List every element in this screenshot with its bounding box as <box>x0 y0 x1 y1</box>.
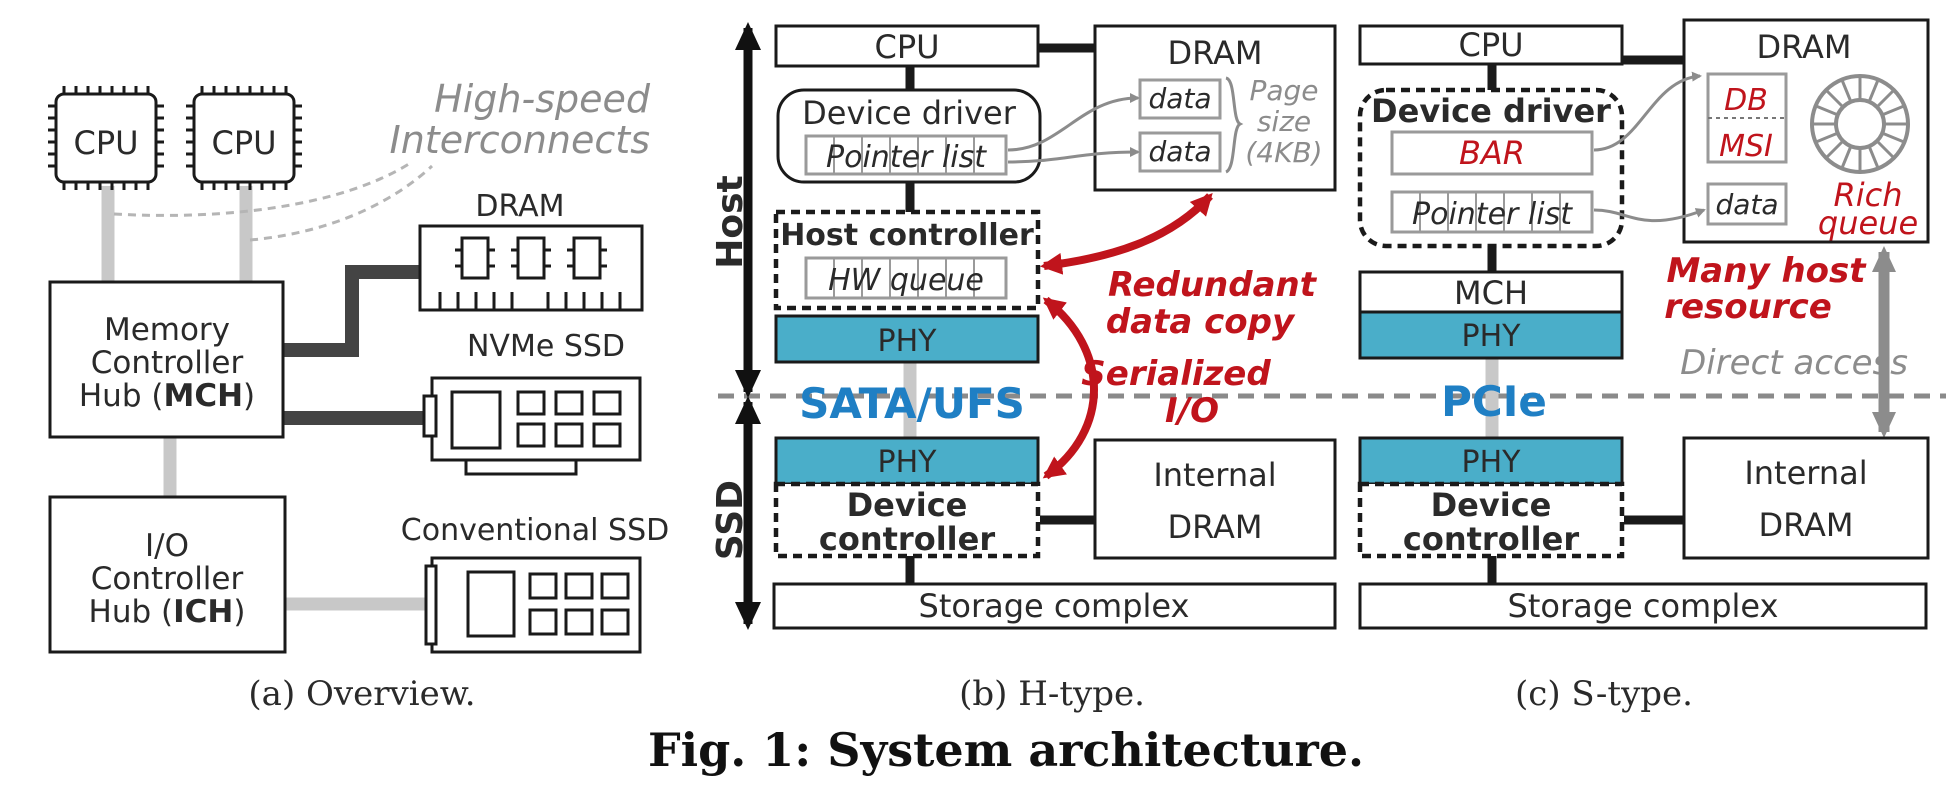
phy-bottom-b <box>774 436 1040 486</box>
nvme-ssd-card-icon <box>422 376 642 476</box>
cpu-1-label: CPU <box>73 124 138 162</box>
mch-box-c <box>1358 270 1624 314</box>
cpu-box-b <box>774 24 1040 68</box>
device-controller-box-b <box>773 481 1041 559</box>
mch-label-c: MCH <box>1454 274 1528 312</box>
hw-queue-box <box>804 256 1008 300</box>
caption-b: (b) H-type. <box>959 674 1145 714</box>
interconnect-label-line2: Interconnects <box>390 118 650 162</box>
host-controller-label: Host controller <box>780 218 1034 253</box>
redundant-label-line2: data copy <box>1106 302 1296 342</box>
db-label: DB <box>1724 83 1768 118</box>
device-controller-box-c <box>1357 481 1625 559</box>
dram-label: DRAM <box>475 189 564 224</box>
device-controller-label-b-line2: controller <box>819 520 995 558</box>
interconnect-label-line1: High-speed <box>434 77 651 121</box>
internal-dram-label-b-line1: Internal <box>1153 456 1276 494</box>
panel-b-h-type: Host SSD CPU DRAM data data Page size (4… <box>710 21 1337 714</box>
dram-label-c: DRAM <box>1756 28 1851 66</box>
pointer-list-label-c: Pointer list <box>1412 197 1573 232</box>
device-controller-label-b-line1: Device <box>847 486 968 524</box>
mch-box <box>48 280 285 439</box>
conventional-ssd-icon <box>424 556 642 654</box>
cpu-box-c <box>1358 24 1624 66</box>
page-size-label-line1: Page <box>1249 74 1318 107</box>
page-size-label-line2: size <box>1257 105 1311 138</box>
figure-caption: Fig. 1: System architecture. <box>648 723 1364 777</box>
phy-top-c <box>1358 310 1624 360</box>
cpu-chip-2 <box>186 86 302 190</box>
data-buffer-1-label: data <box>1148 82 1211 115</box>
storage-complex-box-b <box>772 582 1337 630</box>
redundant-copy-arrow <box>1040 193 1213 275</box>
bar-label: BAR <box>1459 134 1525 172</box>
device-driver-label-b: Device driver <box>802 94 1017 132</box>
cpu-label-c: CPU <box>1458 26 1523 64</box>
dram-label-b: DRAM <box>1167 34 1262 72</box>
many-host-label-line1: Many host <box>1666 251 1867 291</box>
cpu-chip-1 <box>48 86 164 190</box>
device-driver-label-c: Device driver <box>1371 92 1611 130</box>
phy-top-label-b: PHY <box>878 324 938 359</box>
internal-dram-box-b <box>1093 438 1337 560</box>
data-buffer-1 <box>1138 78 1222 120</box>
internal-dram-box-c <box>1682 436 1930 560</box>
device-controller-label-c-line2: controller <box>1403 520 1579 558</box>
storage-complex-box-c <box>1358 582 1928 630</box>
msi-label: MSI <box>1719 129 1773 164</box>
phy-top-b <box>774 314 1040 364</box>
device-controller-label-c-line1: Device <box>1431 486 1552 524</box>
conventional-ssd-label: Conventional SSD <box>401 513 669 548</box>
ring-queue-icon <box>1810 74 1910 174</box>
caption-c: (c) S-type. <box>1515 674 1693 714</box>
ich-label-line2: Controller <box>91 561 244 597</box>
phy-top-label-c: PHY <box>1462 319 1522 354</box>
caption-a: (a) Overview. <box>248 674 475 714</box>
mch-label-line2: Controller <box>91 345 244 381</box>
nvme-ssd-label: NVMe SSD <box>467 329 625 364</box>
ich-label-line3: Hub (ICH) <box>89 594 246 630</box>
rich-queue-label-line2: queue <box>1818 204 1918 242</box>
panel-a-overview: CPU CPU High-speed Interconnects DRAM <box>48 77 669 714</box>
data-buffer-2 <box>1138 131 1222 173</box>
ich-label-line1: I/O <box>145 528 189 564</box>
serialized-label-line2: I/O <box>1165 391 1219 431</box>
phy-bottom-label-b: PHY <box>878 445 938 480</box>
internal-dram-label-b-line2: DRAM <box>1167 508 1262 546</box>
storage-complex-label-b: Storage complex <box>919 587 1190 625</box>
pointer-list-label-b: Pointer list <box>826 140 987 175</box>
ich-box <box>48 495 287 654</box>
data-buffer-c-label: data <box>1715 188 1778 221</box>
hw-queue-label: HW queue <box>828 263 984 298</box>
host-axis-label: Host <box>710 175 751 269</box>
cpu-2-label: CPU <box>211 124 276 162</box>
cpu-label-b: CPU <box>874 28 939 66</box>
direct-access-label: Direct access <box>1680 343 1908 383</box>
interface-label-c: PCIe <box>1441 377 1547 426</box>
pointer-list-b <box>804 134 1008 176</box>
ssd-axis-label: SSD <box>710 480 751 560</box>
data-buffer-2-label: data <box>1148 135 1211 168</box>
serialized-label-line1: Serialized <box>1081 354 1271 394</box>
pointer-list-c <box>1390 190 1594 234</box>
serialized-io-arrow <box>1042 296 1098 480</box>
phy-bottom-label-c: PHY <box>1462 445 1522 480</box>
mch-label-line3: Hub (MCH) <box>79 378 255 414</box>
many-host-label-line2: resource <box>1664 287 1832 327</box>
rich-queue-label-line1: Rich <box>1834 176 1903 214</box>
bar-box <box>1390 130 1594 176</box>
internal-dram-label-c-line1: Internal <box>1744 454 1867 492</box>
internal-dram-label-c-line2: DRAM <box>1758 506 1853 544</box>
redundant-label-line1: Redundant <box>1108 265 1318 305</box>
dram-module-icon <box>418 224 644 312</box>
data-buffer-c <box>1706 182 1788 226</box>
phy-bottom-c <box>1358 436 1624 486</box>
storage-complex-label-c: Storage complex <box>1508 587 1779 625</box>
panel-c-s-type: CPU DRAM DB MSI data Rich queue Device d… <box>1357 18 1930 714</box>
mch-label-line1: Memory <box>104 312 230 348</box>
page-size-label-line3: (4KB) <box>1245 136 1322 169</box>
interface-label-b: SATA/UFS <box>799 379 1025 428</box>
